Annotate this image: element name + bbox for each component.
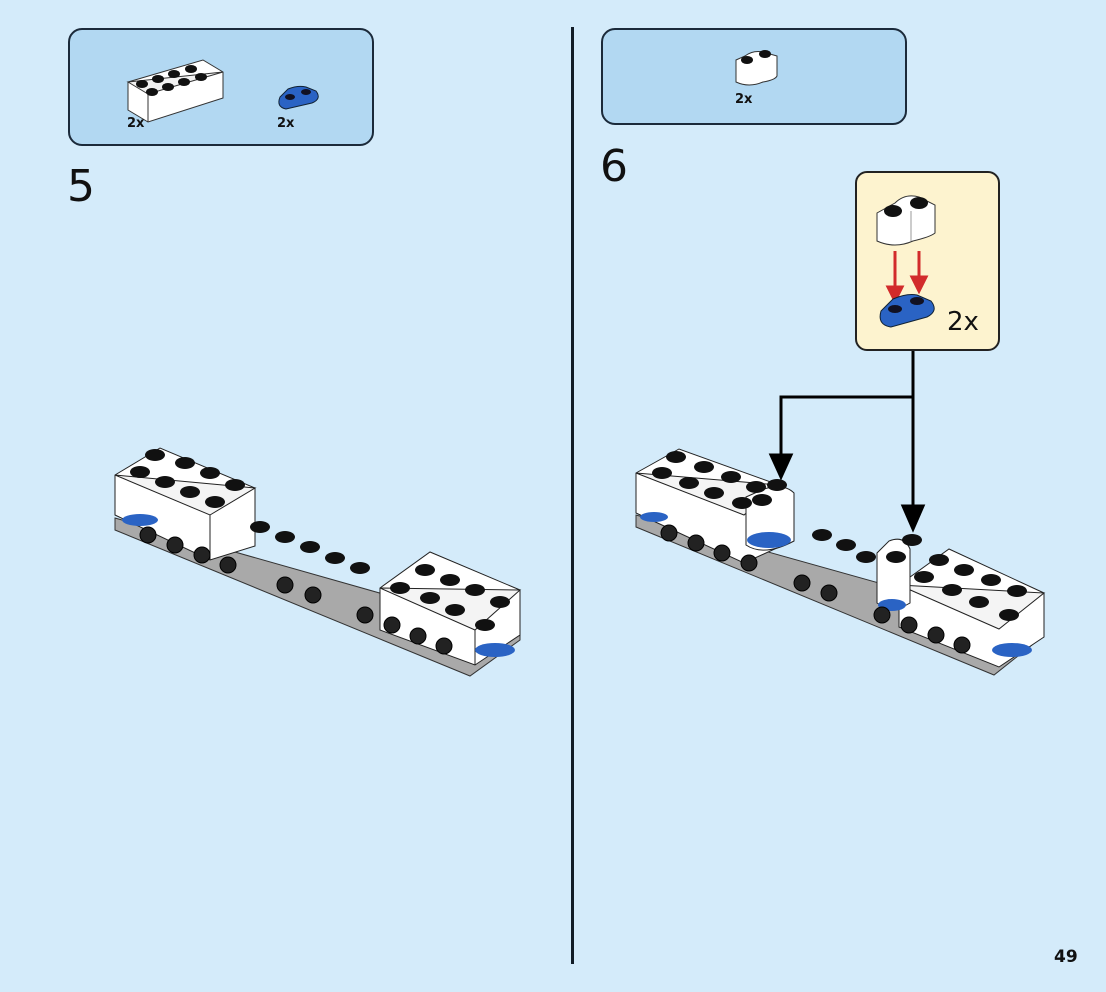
part-qty: 2x (127, 116, 145, 131)
blue-plate-icon (879, 294, 935, 328)
subassembly-qty: 2x (947, 307, 979, 337)
blue-plates (122, 514, 515, 657)
page-number: 49 (1054, 947, 1078, 967)
red-insert-arrows (885, 251, 929, 305)
technic-holes (139, 526, 453, 655)
subassembly-callout: 2x (855, 171, 1000, 351)
part-qty: 2x (735, 92, 753, 107)
placement-arrows (768, 351, 926, 533)
step-number: 5 (67, 161, 95, 212)
log-brick-right (876, 538, 911, 611)
white-log-brick-icon (735, 50, 778, 86)
parts-list-step-6: 2x (601, 28, 907, 125)
step-divider (571, 27, 574, 964)
white-2x4-brick-icon (126, 59, 224, 123)
log-brick-icon (876, 195, 936, 246)
step-number: 6 (600, 141, 628, 192)
step-5-model-illustration (114, 447, 522, 677)
part-qty: 2x (277, 116, 295, 131)
log-brick-left (745, 486, 795, 551)
parts-list-step-5: 2x 2x (68, 28, 374, 146)
studs (130, 449, 510, 631)
blue-1x2-plate-icon (278, 85, 319, 110)
step-6-model-illustration (635, 448, 1046, 676)
